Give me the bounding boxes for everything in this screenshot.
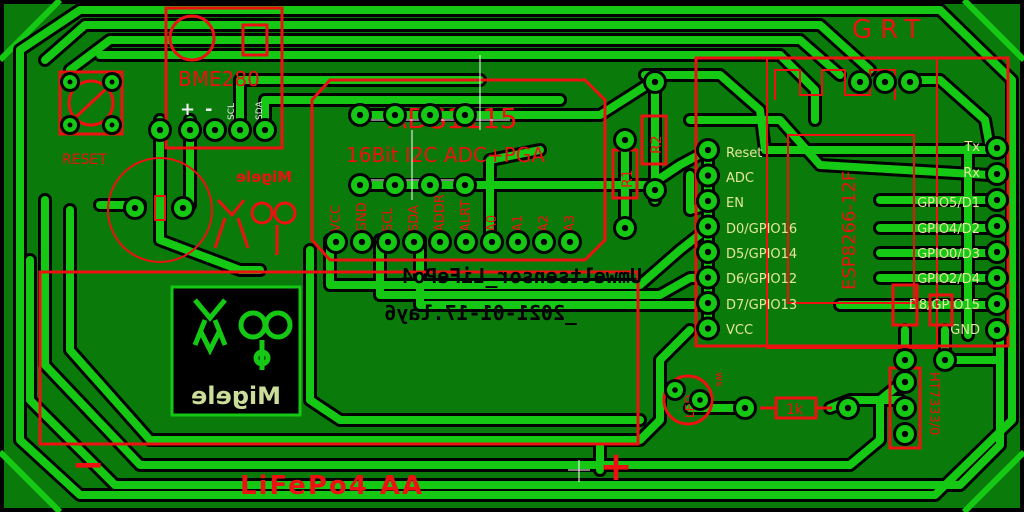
traces [13,3,1019,502]
capacitor-polarity [154,195,166,221]
reset-label: RESET [62,152,107,168]
esp-right-pin-gnd: GND [950,323,980,338]
filename-line2: _2021-01-17.lay6 [384,301,577,325]
battery-minus: − [71,442,105,488]
bme280-module: BME280 + - SCL SDA [164,6,284,150]
migele-logo-text: Migele [191,382,281,410]
esp-left-pin-vcc: VCC [726,323,753,338]
esp-right-pin-tx: Tx [963,140,980,155]
esp-left-pin-d5: D5/GPIO14 [726,247,797,262]
migele-logo: Migele [170,285,302,417]
ads1115-module: ADS1115 16Bit I2C ADC+PGA VCC GND SCL SD… [310,55,607,262]
battery-outline [38,270,640,446]
battery-plus: + [599,444,633,490]
migele-top-text: Migele [236,168,292,186]
capacitor-outline [107,157,213,263]
esp-left-pin-d6: D6/GPIO12 [726,272,797,287]
ads-subtitle: 16Bit I2C ADC+PGA [346,143,545,167]
r1-label: R1 [620,169,636,188]
ads-pin-gnd: GND [355,202,370,232]
regulator-label: HT7333/0 [926,372,941,435]
esp-name: ESP8266-12F [839,171,860,290]
migele-small-logo [213,198,297,255]
battery-label: LiFePo4 AA [240,471,424,501]
led-ws-label: ws [713,372,726,387]
origin-crosshair [568,460,590,482]
r2-label: R2 [649,135,665,154]
esp-right-pin-gpio2: GPIO2/D4 [917,272,980,287]
esp-left-pin-d7: D7/GPIO13 [726,298,797,313]
esp-left-pin-en: EN [726,196,744,211]
esp-left-pin-reset: Reset [726,146,762,161]
grt-label: GRT [852,15,928,45]
esp-left-pin-d0: D0/GPIO16 [726,222,797,237]
resistor-r2: R2 [640,114,668,166]
ads-title: ADS1115 [388,102,518,135]
esp-right-pin-rx: Rx [963,166,980,181]
ads-pin-vcc: VCC [329,205,344,232]
ads-pin-a3: A3 [563,215,578,232]
esp-right-pin-gpio4: GPIO4/D2 [917,222,980,237]
resistor-1k: 1k [760,396,832,420]
ads-pin-a2: A2 [537,215,552,232]
bme-pin-minus: - [205,99,212,120]
bme-pin-sda: SDA [255,101,265,120]
esp-right-pin-gpio0: GPIO0/D3 [917,247,980,262]
esp-right-pin-d8: D8/GPIO15 [909,298,980,313]
pads [60,70,1009,446]
bme-pin-plus: + [180,99,195,120]
esp-left-pin-adc: ADC [726,171,754,186]
filename-line1: Umweltsensor_LiFePo4 [401,264,642,288]
ads-pin-alrt: ALRT [459,200,474,232]
ads-pin-addr: ADDR [433,194,448,232]
ads-pin-a0: A0 [485,215,500,232]
resistor-1k-label: 1k [786,402,804,418]
reset-button-footprint: RESET [58,70,124,168]
bme-pin-scl: SCL [227,103,237,120]
filename-label: Umweltsensor_LiFePo4 _2021-01-17.lay6 [384,264,642,325]
bme280-label: BME280 [178,67,260,91]
ads-pin-scl: SCL [381,207,396,232]
ads-pin-a1: A1 [511,215,526,232]
ads-pin-sda: SDA [407,205,422,232]
esp-right-pin-gpio5: GPIO5/D1 [917,196,980,211]
